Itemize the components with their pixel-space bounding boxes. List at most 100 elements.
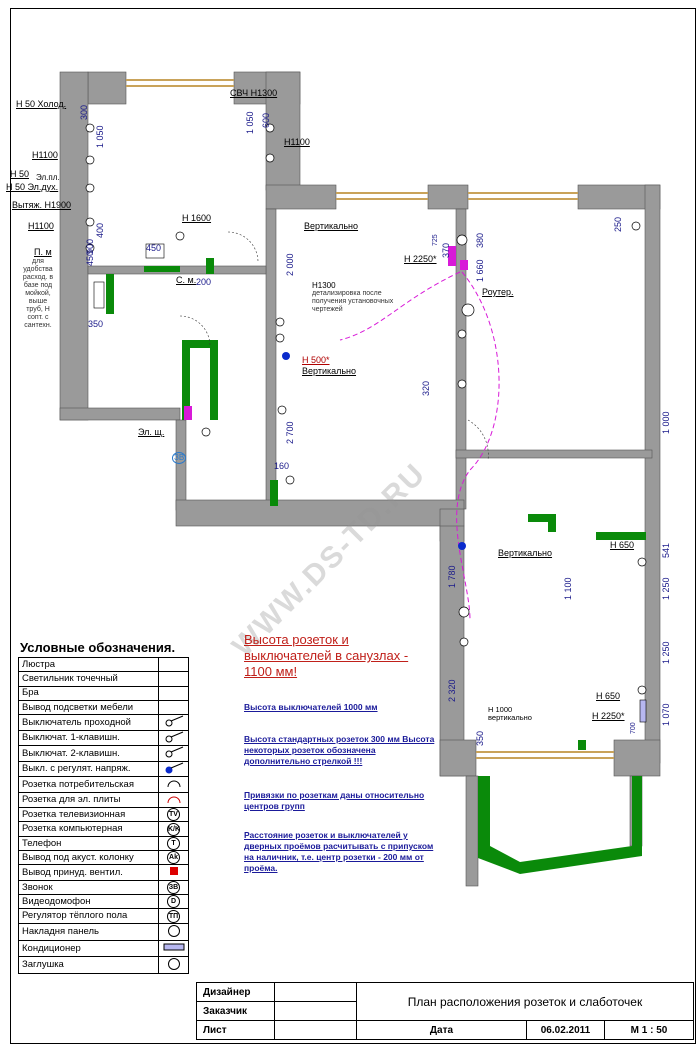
legend-label: Выключат. 1-клавишн. [18,729,159,747]
legend-row: Заглушка [18,955,189,975]
legend-symbol: ЗВ [158,879,189,896]
legend-label: Светильник точечный [18,671,159,687]
label-vertical-3: Вертикально [498,548,553,558]
green-partitions [106,258,646,874]
legend-symbol: D [158,894,189,910]
drawing-frame [10,8,696,1044]
legend-label: Выключат. 2-клавишн. [18,745,159,762]
dim-450a: 450 [85,250,95,266]
legend-row: Выключат. 1-клавишн. [18,729,189,747]
label-router: Роутер. [482,287,514,297]
legend-label: Розетка для эл. плиты [18,791,159,809]
legend-label: Накладня панель [18,922,159,942]
legend-row: Регулятор тёплого пола TП [18,908,189,924]
dim-250: 250 [613,216,623,232]
label-h1100-right: Н1100 [284,137,310,147]
dim-380: 380 [475,232,485,248]
label-vertical-2: Вертикально [302,366,357,376]
label-panel: Эл. щ. [138,427,165,437]
dim-350a: 350 [88,319,104,329]
legend-label: Заглушка [18,955,159,975]
dim-2320: 2 320 [447,679,457,702]
label-h1000: Н 1000 [488,705,513,714]
label-h2250-2: Н 2250* [592,711,625,721]
legend-label: Люстра [18,656,159,673]
legend-label: Розетка компьютерная [18,821,159,837]
dim-1070: 1 070 [661,703,671,726]
note-socket-height: Высота стандартных розеток 300 мм Высота… [244,734,435,766]
label-fridge: Н 50 Холод. [16,99,67,109]
note-bathroom-height: Высота розеток и выключателей в санузлах… [244,632,409,679]
door-arcs [179,231,489,461]
label-h50-ep: Н 50 [10,169,30,179]
dim-450b: 450 [146,243,162,253]
label-h650-1: Н 650 [610,540,635,550]
date-value: 06.02.2011 [526,1020,605,1040]
legend-symbol: Ak [158,850,189,866]
legend-row: Кондиционер [18,940,189,957]
dim-1050: 1 050 [95,125,105,148]
designer-label: Дизайнер [196,982,275,1002]
legend-glyph: TП [167,909,180,923]
dim-1250a: 1 250 [661,577,671,600]
legend-symbol [158,791,189,809]
legend-glyph: ЗВ [167,881,180,895]
label-h1300: Н1300 [312,281,336,290]
legend-symbol [158,955,189,975]
legend-row: Выключат. 2-клавишн. [18,745,189,762]
label-h1100-c: Н1100 [28,221,54,231]
legend-symbol: T [158,835,189,852]
dim-370: 370 [441,242,451,258]
legend-label: Звонок [18,879,159,896]
legend-label: Выкл. с регулят. напряж. [18,760,159,778]
label-pm: П. м [34,247,52,257]
legend-glyph: K/K [167,822,180,836]
label-hood: Вытяж. Н1900 [12,200,72,210]
label-oven: Н 50 Эл.дух. [6,182,59,192]
dim-1050b: 1 050 [245,111,255,134]
label-h500: Н 500* [302,355,330,365]
cable-route [456,271,500,621]
dim-1250b: 1 250 [661,641,671,664]
label-h1600: Н 1600 [182,213,212,223]
legend-row: Розетка потребительская [18,776,189,793]
dim-200: 200 [196,277,212,287]
legend-label: Регулятор тёплого пола [18,908,159,924]
legend-glyph: D [167,895,180,909]
legend-symbol [158,776,189,793]
scale-value: М 1 : 50 [604,1020,694,1040]
legend-symbol [158,760,189,778]
legend-label: Вывод принуд. вентил. [18,864,159,881]
label-ep: Эл.пл. [36,173,60,182]
title-block: Дизайнер План расположения розеток и сла… [196,982,694,1040]
legend-symbol [158,656,189,673]
legend-symbol [158,729,189,747]
sheet-label: Лист [196,1020,275,1040]
legend-symbol [158,699,189,716]
legend-row: Накладня панель [18,922,189,942]
legend-glyph: T [167,836,180,850]
label-h650-2: Н 650 [596,691,621,701]
legend-symbol [158,864,189,881]
legend-row: Вывод принуд. вентил. [18,864,189,881]
dim-725: 725 [432,234,439,246]
legend-symbol [158,745,189,762]
dim-320: 320 [421,380,431,396]
dim-600: 600 [261,112,271,128]
dim-350b: 350 [475,730,485,746]
note-door-offset: Расстояние розеток и выключателей у двер… [244,830,434,873]
dim-541: 541 [661,542,671,558]
legend-symbol: K/K [158,821,189,837]
legend-symbol: TП [158,908,189,924]
dim-400: 400 [95,222,105,238]
legend-row: Розетка для эл. плиты [18,791,189,809]
legend-symbol [158,685,189,701]
legend-title: Условные обозначения. [20,640,176,655]
legend-symbol [158,671,189,687]
legend-label: Вывод подсветки мебели [18,699,159,716]
